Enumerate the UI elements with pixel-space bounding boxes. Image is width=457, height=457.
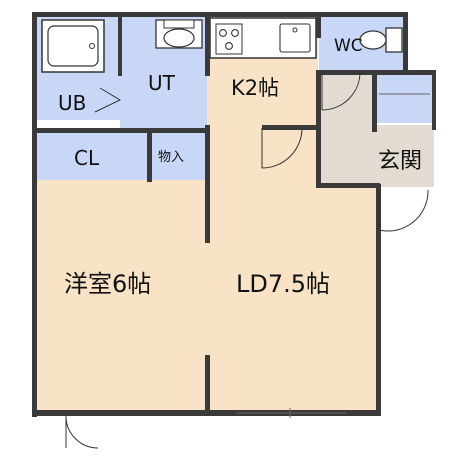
storage-area — [152, 132, 206, 180]
bathtub-icon — [41, 19, 105, 73]
ut-label: UT — [148, 71, 176, 95]
toilet-icon — [359, 27, 403, 53]
entrance-area — [320, 74, 376, 186]
cl-label: CL — [74, 146, 100, 170]
storage-label: 物入 — [158, 150, 184, 165]
entrance-floor — [376, 125, 434, 187]
western-room-area — [36, 180, 208, 412]
wc-label: WC — [334, 36, 363, 56]
ub-label: UB — [58, 91, 86, 115]
kitchen-counter-icon — [209, 17, 317, 59]
cl-area — [36, 132, 149, 180]
washbasin-icon — [155, 19, 203, 49]
ld-label: LD7.5帖 — [236, 270, 330, 298]
western-room-label: 洋室6帖 — [64, 270, 151, 298]
door-swings — [65, 71, 429, 449]
windows — [236, 93, 430, 418]
walls — [32, 12, 436, 417]
closet-right-area — [376, 75, 434, 123]
entrance-label: 玄関 — [378, 149, 422, 174]
kitchen-label: K2帖 — [231, 76, 279, 100]
